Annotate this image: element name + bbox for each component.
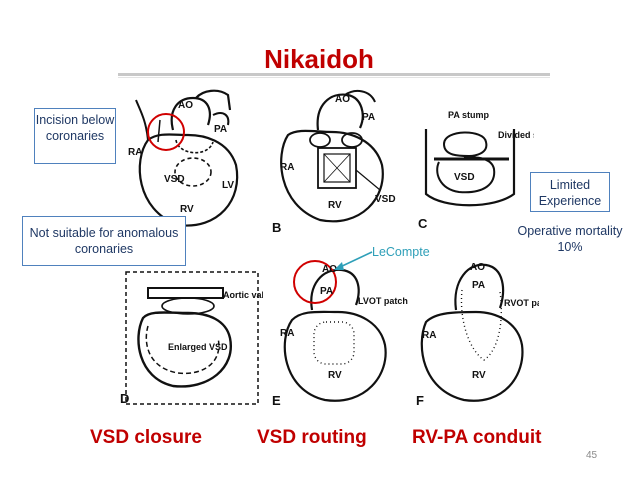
svg-text:AO: AO [470, 262, 485, 273]
caption-vsd-routing: VSD routing [257, 427, 367, 448]
svg-text:LVOT patch: LVOT patch [358, 296, 408, 306]
svg-text:RV: RV [472, 370, 486, 381]
svg-text:PA stump: PA stump [448, 110, 490, 120]
svg-text:RV: RV [328, 200, 342, 211]
svg-text:AO: AO [335, 94, 350, 105]
svg-text:PA: PA [320, 286, 333, 297]
lecompte-arrow [334, 251, 373, 270]
svg-text:VSD: VSD [375, 194, 396, 205]
svg-text:PA: PA [214, 124, 227, 135]
svg-text:F: F [416, 393, 424, 408]
svg-text:AO: AO [322, 264, 337, 275]
svg-text:Enlarged VSD: Enlarged VSD [168, 342, 228, 352]
lecompte-label: LeCompte [372, 245, 430, 259]
svg-text:PA: PA [362, 112, 375, 123]
svg-text:B: B [272, 220, 281, 235]
svg-text:VSD: VSD [454, 172, 475, 183]
svg-text:RA: RA [280, 328, 294, 339]
svg-text:RV: RV [180, 204, 194, 215]
lecompte-highlight-circle [293, 260, 337, 304]
svg-text:C: C [418, 216, 428, 231]
svg-text:D: D [120, 391, 129, 406]
svg-text:Divided septum: Divided septum [498, 130, 534, 140]
panel-a: AO PA RA VSD LV RV [118, 80, 266, 230]
svg-text:Aortic valve: Aortic valve [223, 290, 263, 300]
svg-text:PA: PA [472, 280, 485, 291]
svg-text:AO: AO [178, 100, 193, 111]
limited-experience-callout: Limited Experience [530, 172, 610, 212]
svg-text:E: E [272, 393, 281, 408]
panel-f: AO PA RVOT patch RA RV F [414, 250, 539, 410]
operative-mortality-text: Operative mortality 10% [517, 224, 623, 254]
incision-callout: Incision below coronaries [34, 108, 116, 164]
svg-text:RA: RA [422, 330, 436, 341]
incision-highlight-circle [147, 113, 185, 151]
caption-rv-pa-conduit: RV-PA conduit [412, 427, 542, 448]
svg-text:LV: LV [222, 180, 234, 191]
slide-title: Nikaidoh [264, 44, 374, 74]
svg-text:RVOT patch: RVOT patch [504, 298, 539, 308]
panel-d: Aortic valve Enlarged VSD D [118, 268, 263, 408]
page-number: 45 [586, 450, 598, 461]
title-underline-shadow [118, 77, 550, 78]
svg-text:RA: RA [128, 147, 142, 158]
svg-text:RA: RA [280, 162, 294, 173]
panel-b: AO PA RA VSD RV B [270, 80, 410, 235]
title-underline [118, 73, 550, 76]
svg-text:RV: RV [328, 370, 342, 381]
caption-vsd-closure: VSD closure [90, 427, 202, 448]
not-suitable-callout: Not suitable for anomalous coronaries [22, 216, 186, 266]
panel-c: PA stump Divided septum VSD C [414, 104, 534, 234]
svg-text:VSD: VSD [164, 174, 185, 185]
